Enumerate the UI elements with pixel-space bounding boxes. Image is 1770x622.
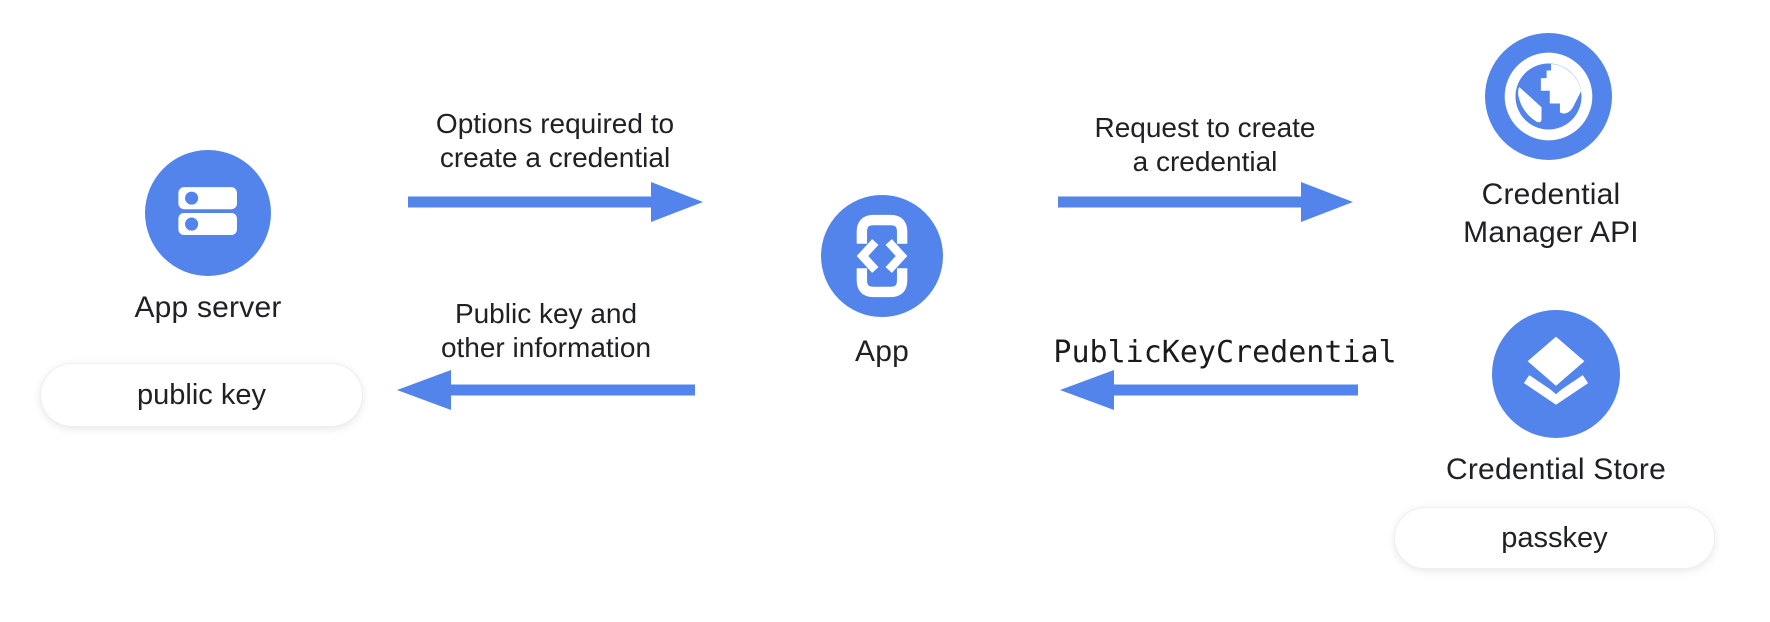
arrow-options-caption-line1: Options required to (435, 108, 675, 139)
left-arrow-icon (1060, 370, 1358, 410)
right-arrow-icon (1058, 182, 1353, 222)
arrow-options-right (408, 182, 703, 222)
server-icon (145, 150, 271, 276)
public-key-pill-label: public key (137, 378, 266, 411)
arrow-options-caption-line2: create a credential (439, 142, 671, 173)
credential-manager-label-line2: Manager API (1463, 216, 1639, 249)
arrow-options-caption: Options required to create a credential (355, 107, 755, 175)
passkey-pill: passkey (1394, 507, 1715, 569)
credential-manager-node (1485, 33, 1612, 160)
phone-code-icon (821, 195, 943, 317)
layers-icon (1492, 310, 1620, 438)
arrow-public-key-caption-line2: other information (440, 332, 652, 363)
arrow-public-key-left (397, 370, 695, 410)
arrow-request-caption-line2: a credential (1132, 146, 1278, 177)
credential-store-node (1492, 310, 1620, 438)
right-arrow-icon (408, 182, 703, 222)
app-label: App (855, 335, 909, 368)
arrow-public-key-caption: Public key and other information (346, 297, 746, 365)
arrow-request-caption-line1: Request to create (1094, 112, 1316, 143)
arrow-public-key-caption-line1: Public key and (454, 298, 638, 329)
arrow-credential-left (1060, 370, 1358, 410)
app-server-node (145, 150, 271, 276)
passkey-pill-label: passkey (1501, 521, 1608, 554)
credential-store-label: Credential Store (1446, 453, 1666, 486)
globe-icon (1485, 33, 1612, 160)
left-arrow-icon (397, 370, 695, 410)
credential-manager-label-line1: Credential (1481, 178, 1621, 211)
arrow-credential-caption: PublicKeyCredential (1053, 335, 1397, 370)
app-node (821, 195, 943, 317)
arrow-request-right (1058, 182, 1353, 222)
credential-manager-label: Credential Manager API (1401, 176, 1701, 252)
app-server-label: App server (134, 291, 282, 324)
arrow-request-caption: Request to create a credential (1005, 111, 1405, 179)
public-key-pill: public key (40, 363, 363, 427)
